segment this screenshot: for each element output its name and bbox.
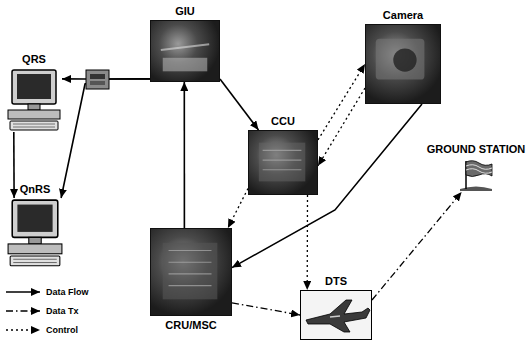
photo-picture bbox=[150, 228, 232, 316]
computer-node: QRS bbox=[6, 68, 62, 132]
junction-box-detail bbox=[90, 81, 105, 85]
junction-box-detail bbox=[90, 74, 105, 79]
legend-sample bbox=[6, 291, 40, 293]
node-label: QnRS bbox=[20, 183, 51, 195]
connector bbox=[232, 104, 422, 268]
photo-picture bbox=[365, 24, 441, 104]
junction-box bbox=[86, 70, 109, 89]
node-label: Camera bbox=[383, 9, 423, 21]
connector bbox=[232, 303, 300, 315]
flag-picture bbox=[458, 158, 494, 192]
connector bbox=[307, 195, 309, 290]
computer-node: QnRS bbox=[6, 198, 64, 268]
jet-picture bbox=[300, 290, 372, 340]
node-label: QRS bbox=[22, 53, 46, 65]
node-label: DTS bbox=[325, 275, 347, 287]
connector bbox=[13, 132, 15, 198]
connector bbox=[61, 79, 150, 198]
legend-text: Control bbox=[46, 325, 78, 335]
connector bbox=[372, 192, 462, 300]
photo-picture bbox=[248, 130, 318, 195]
unit-node: GIU bbox=[150, 20, 220, 82]
node-label: GROUND STATION bbox=[427, 143, 526, 155]
connector bbox=[220, 79, 259, 130]
unit-node: Camera bbox=[365, 24, 441, 104]
unit-node: CRU/MSC bbox=[150, 228, 232, 316]
aircraft-node: DTS bbox=[300, 290, 372, 340]
legend-sample bbox=[6, 329, 40, 331]
legend-sample bbox=[6, 310, 40, 312]
ground-station-node: GROUND STATION bbox=[458, 158, 494, 192]
legend-text: Data Tx bbox=[46, 306, 79, 316]
pc-picture bbox=[6, 198, 64, 268]
photo-picture bbox=[150, 20, 220, 82]
connector bbox=[228, 189, 248, 229]
node-label: CRU/MSC bbox=[165, 319, 216, 331]
connector bbox=[318, 64, 365, 140]
legend-text: Data Flow bbox=[46, 287, 89, 297]
pc-picture bbox=[6, 68, 62, 132]
node-label: CCU bbox=[271, 115, 295, 127]
connector bbox=[318, 88, 365, 166]
unit-node: CCU bbox=[248, 130, 318, 195]
connector bbox=[184, 82, 186, 228]
node-label: GIU bbox=[175, 5, 195, 17]
